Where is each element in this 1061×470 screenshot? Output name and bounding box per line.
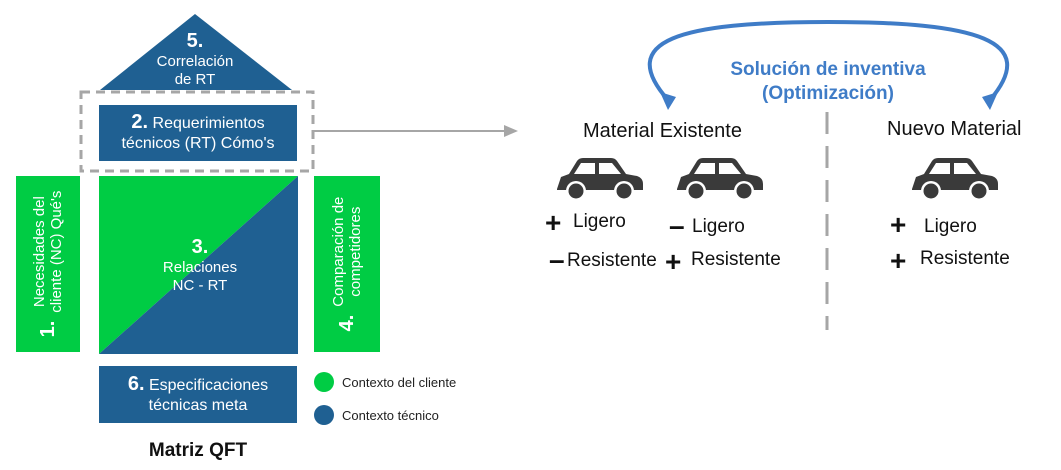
car1-sign2: –: [549, 244, 565, 275]
existing-material-title: Material Existente: [583, 120, 742, 142]
legend-swatch-technical: [314, 405, 334, 425]
legend-swatch-customer: [314, 372, 334, 392]
competitors-line1: Comparación de: [330, 196, 347, 307]
legend-item-customer: Contexto del cliente: [314, 372, 456, 392]
car3-prop1: Ligero: [924, 216, 977, 237]
legend: Contexto del cliente Contexto técnico: [314, 372, 456, 425]
relations-number: 3.: [191, 235, 209, 258]
car1-prop1: Ligero: [573, 211, 626, 232]
car1-prop2: Resistente: [567, 250, 657, 271]
house-of-quality-diagram: [79, 14, 518, 354]
specs-line1: Especificaciones: [148, 376, 269, 394]
legend-item-technical: Contexto técnico: [314, 405, 456, 425]
hows-line1: Requerimientos: [152, 115, 265, 132]
legend-label-technical: Contexto técnico: [342, 407, 439, 423]
curved-arrow-left-head: [660, 92, 676, 110]
competitors-number: 4.: [335, 314, 358, 332]
roof-number: 5.: [186, 29, 204, 52]
inventive-line1: Solución de inventiva: [730, 59, 926, 80]
curved-arrow-right-head: [982, 92, 998, 110]
technical-requirements-box: 2. Requerimientos técnicos (RT) Cómo's: [99, 105, 297, 161]
inventive-diagram: [557, 19, 1010, 330]
roof-line2: de RT: [174, 70, 216, 88]
relations-line2: NC - RT: [172, 276, 228, 294]
hows-line2: técnicos (RT) Cómo's: [121, 135, 275, 152]
car-icon-3: [912, 158, 998, 201]
legend-label-customer: Contexto del cliente: [342, 374, 457, 390]
inventive-solution-label: Solución de inventiva (Optimización): [700, 58, 956, 106]
curved-arrow-icon: [647, 19, 1010, 102]
inventive-line2: (Optimización): [762, 83, 894, 104]
whats-number: 1.: [36, 320, 59, 338]
car2-prop1: Ligero: [692, 216, 745, 237]
car3-sign2: +: [890, 245, 907, 276]
roof-label: 5. Correlación de RT: [120, 28, 270, 90]
specs-line2: técnicas meta: [148, 396, 248, 414]
relations-line1: Relaciones: [162, 258, 238, 276]
car2-prop2: Resistente: [691, 249, 781, 270]
car2-sign2: +: [665, 246, 682, 277]
whats-line2: cliente (NC) Qué's: [48, 190, 65, 313]
car3-prop2: Resistente: [920, 248, 1010, 269]
relations-label: 3. Relaciones NC - RT: [130, 230, 270, 300]
hows-number: 2.: [131, 111, 149, 133]
car3-sign1: +: [890, 209, 907, 240]
qft-caption: Matriz QFT: [148, 440, 248, 461]
customer-needs-box: 1. Necesidades del cliente (NC) Qué's: [16, 176, 80, 352]
competitors-line2: competidores: [347, 206, 364, 297]
car2-sign1: –: [669, 210, 685, 241]
car1-sign1: +: [545, 207, 562, 238]
car-icon-2: [677, 158, 763, 201]
relations-blue-half: [99, 176, 298, 354]
competitor-comparison-box: 4. Comparación de competidores: [314, 176, 380, 352]
roof-triangle: [100, 14, 292, 90]
target-specs-box: 6. Especificaciones técnicas meta: [99, 366, 297, 423]
roof-line1: Correlación: [156, 52, 234, 70]
car-icon-1: [557, 158, 643, 201]
whats-line1: Necesidades del: [31, 196, 48, 308]
specs-number: 6.: [127, 372, 145, 395]
new-material-title: Nuevo Material: [887, 118, 1022, 140]
right-arrow-icon: [504, 125, 518, 137]
